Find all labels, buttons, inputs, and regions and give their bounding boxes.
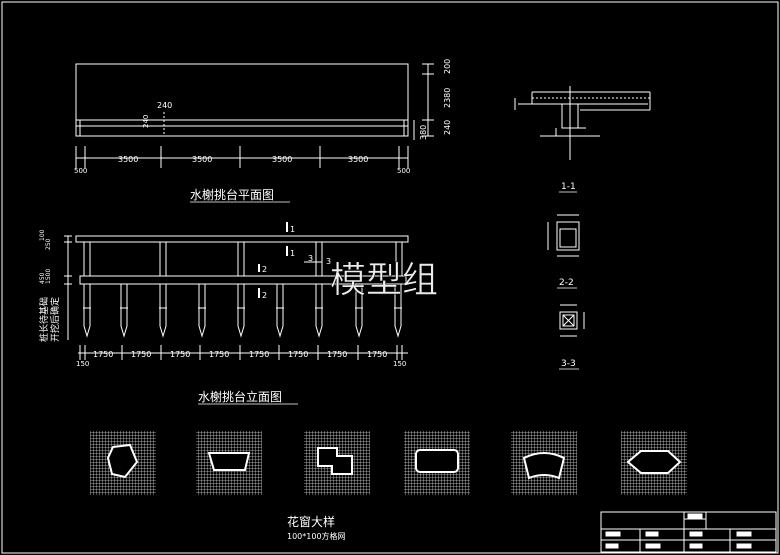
lattice-window-6 — [621, 431, 687, 495]
plan-dim-240: 240 — [443, 120, 452, 135]
pile — [237, 284, 245, 338]
section-3-3-label: 3-3 — [561, 359, 576, 369]
marker-3b: 3 — [326, 257, 331, 266]
pile-note-line2: 开挖后确定 — [49, 297, 61, 342]
elevation-span-label: 1750 — [367, 350, 387, 359]
elevation-title: 水榭挑台立面图 — [198, 389, 282, 404]
pile — [198, 284, 206, 338]
plan-span-4: 3500 — [348, 155, 368, 164]
plan-span-1: 3500 — [118, 155, 138, 164]
marker-2b: 2 — [262, 291, 267, 300]
plan-span-3: 3500 — [272, 155, 292, 164]
elev-dim-450: 450 — [39, 272, 46, 284]
marker-1a: 1 — [290, 225, 295, 234]
elev-dim-250: 250 — [45, 238, 52, 250]
lattice-window-5 — [511, 431, 577, 495]
pile — [83, 284, 91, 338]
watermark: 模型组 — [330, 260, 438, 301]
lattice-window-2 — [196, 431, 262, 495]
plan-title: 水榭挑台平面图 — [190, 187, 274, 202]
elevation-span-label: 1750 — [93, 350, 113, 359]
elevation-span-label: 1750 — [249, 350, 269, 359]
pile — [159, 284, 167, 338]
section-2-2 — [547, 214, 580, 257]
elevation-view — [64, 222, 409, 360]
plan-dim-380: 380 — [419, 125, 428, 140]
lattice-subtitle: 100*100方格网 — [287, 531, 346, 541]
pile — [355, 284, 363, 338]
elevation-span-label: 1750 — [131, 350, 151, 359]
section-1-1-label: 1-1 — [561, 182, 576, 192]
section-2-2-label: 2-2 — [559, 278, 574, 288]
elev-end-left: 150 — [76, 360, 89, 368]
elevation-span-label: 1750 — [209, 350, 229, 359]
lattice-window-1 — [90, 431, 156, 495]
section-3-3 — [559, 304, 585, 337]
pile — [120, 284, 128, 338]
marker-1b: 1 — [290, 249, 295, 258]
elevation-span-labels: 1750 1750 1750 1750 1750 1750 1750 1750 — [93, 350, 387, 359]
plan-dim-200: 200 — [443, 59, 452, 74]
elevation-span-label: 1750 — [327, 350, 347, 359]
marker-3a: 3 — [308, 254, 313, 263]
pile — [276, 284, 284, 338]
piles — [83, 284, 402, 338]
pile — [394, 284, 402, 338]
plan-end-left: 500 — [74, 167, 87, 175]
plan-mid-label-vert: 240 — [142, 115, 150, 128]
marker-2a: 2 — [262, 265, 267, 274]
lattice-window-3 — [304, 431, 370, 495]
elev-end-right: 150 — [393, 360, 406, 368]
plan-span-2: 3500 — [192, 155, 212, 164]
plan-dim-2380: 2380 — [443, 88, 452, 108]
section-1-1 — [514, 86, 651, 160]
plan-view — [75, 63, 434, 168]
lattice-window-4 — [404, 431, 470, 495]
elev-dim-1500: 1500 — [45, 269, 52, 284]
lattice-title: 花窗大样 — [287, 514, 335, 529]
pile-note-line1: 桩长待基础 — [38, 297, 50, 342]
plan-mid-label: 240 — [157, 101, 172, 110]
pile — [315, 284, 323, 338]
elev-dim-100: 100 — [39, 229, 46, 241]
elevation-span-label: 1750 — [288, 350, 308, 359]
title-block — [600, 511, 777, 553]
elevation-span-label: 1750 — [170, 350, 190, 359]
plan-end-right: 500 — [397, 167, 410, 175]
